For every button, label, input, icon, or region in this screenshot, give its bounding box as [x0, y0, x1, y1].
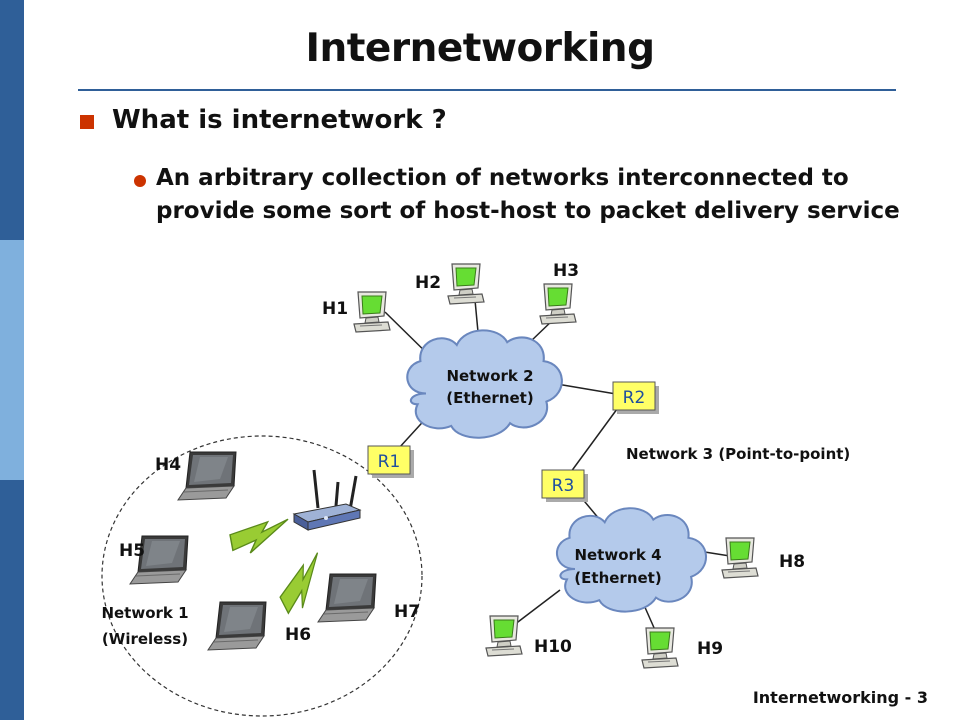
slide-title: Internetworking — [305, 26, 655, 71]
round-bullet-icon — [134, 175, 146, 187]
router-r1-label: R1 — [378, 452, 401, 472]
slide-footer: Internetworking - 3 — [752, 688, 928, 707]
bullet-question: What is internetwork ? — [112, 105, 447, 135]
router-r3-label: R3 — [552, 476, 575, 496]
network4-label-line2: (Ethernet) — [574, 569, 661, 587]
host-h5-label: H5 — [119, 541, 145, 561]
host-h9-label: H9 — [697, 639, 723, 659]
network4-label-line1: Network 4 — [574, 546, 661, 564]
desktop-computer-icon — [447, 263, 485, 305]
sidebar-stripe — [0, 0, 24, 720]
laptop-icon — [317, 573, 377, 623]
host-h8-label: H8 — [779, 552, 805, 572]
square-bullet-icon — [80, 115, 94, 129]
sidebar-segment-bottom — [0, 480, 24, 720]
network3-label: Network 3 (Point-to-point) — [626, 445, 850, 463]
host-h4-label: H4 — [155, 455, 181, 475]
host-h1-label: H1 — [322, 299, 348, 319]
bullet-definition: An arbitrary collection of networks inte… — [156, 165, 900, 224]
network1-label-line1: Network 1 — [101, 604, 188, 622]
laptop-icon — [177, 451, 237, 501]
router-r1: R1 — [367, 445, 414, 478]
host-h2-label: H2 — [415, 273, 441, 293]
router-r2-label: R2 — [623, 388, 646, 408]
host-h10-label: H10 — [534, 637, 572, 657]
desktop-computer-icon — [353, 291, 391, 333]
sidebar-segment-middle — [0, 240, 24, 480]
wireless-router-icon — [292, 469, 362, 531]
host-h3-label: H3 — [553, 261, 579, 281]
wireless-coverage-circle — [101, 435, 423, 717]
network1-label-line2: (Wireless) — [102, 630, 188, 648]
lightning-signal-icon — [229, 518, 289, 554]
desktop-computer-icon — [485, 615, 523, 657]
host-h6-label: H6 — [285, 625, 311, 645]
network2-label-line2: (Ethernet) — [446, 389, 533, 407]
router-r2: R2 — [612, 381, 659, 414]
network2-label-line1: Network 2 — [446, 367, 533, 385]
desktop-computer-icon — [539, 283, 577, 325]
desktop-computer-icon — [641, 627, 679, 669]
host-h7-label: H7 — [394, 602, 420, 622]
sidebar-segment-top — [0, 0, 24, 240]
lightning-signal-icon — [273, 551, 332, 619]
laptop-icon — [207, 601, 267, 651]
router-r3: R3 — [541, 469, 588, 502]
desktop-computer-icon — [721, 537, 759, 579]
title-divider — [78, 89, 896, 91]
